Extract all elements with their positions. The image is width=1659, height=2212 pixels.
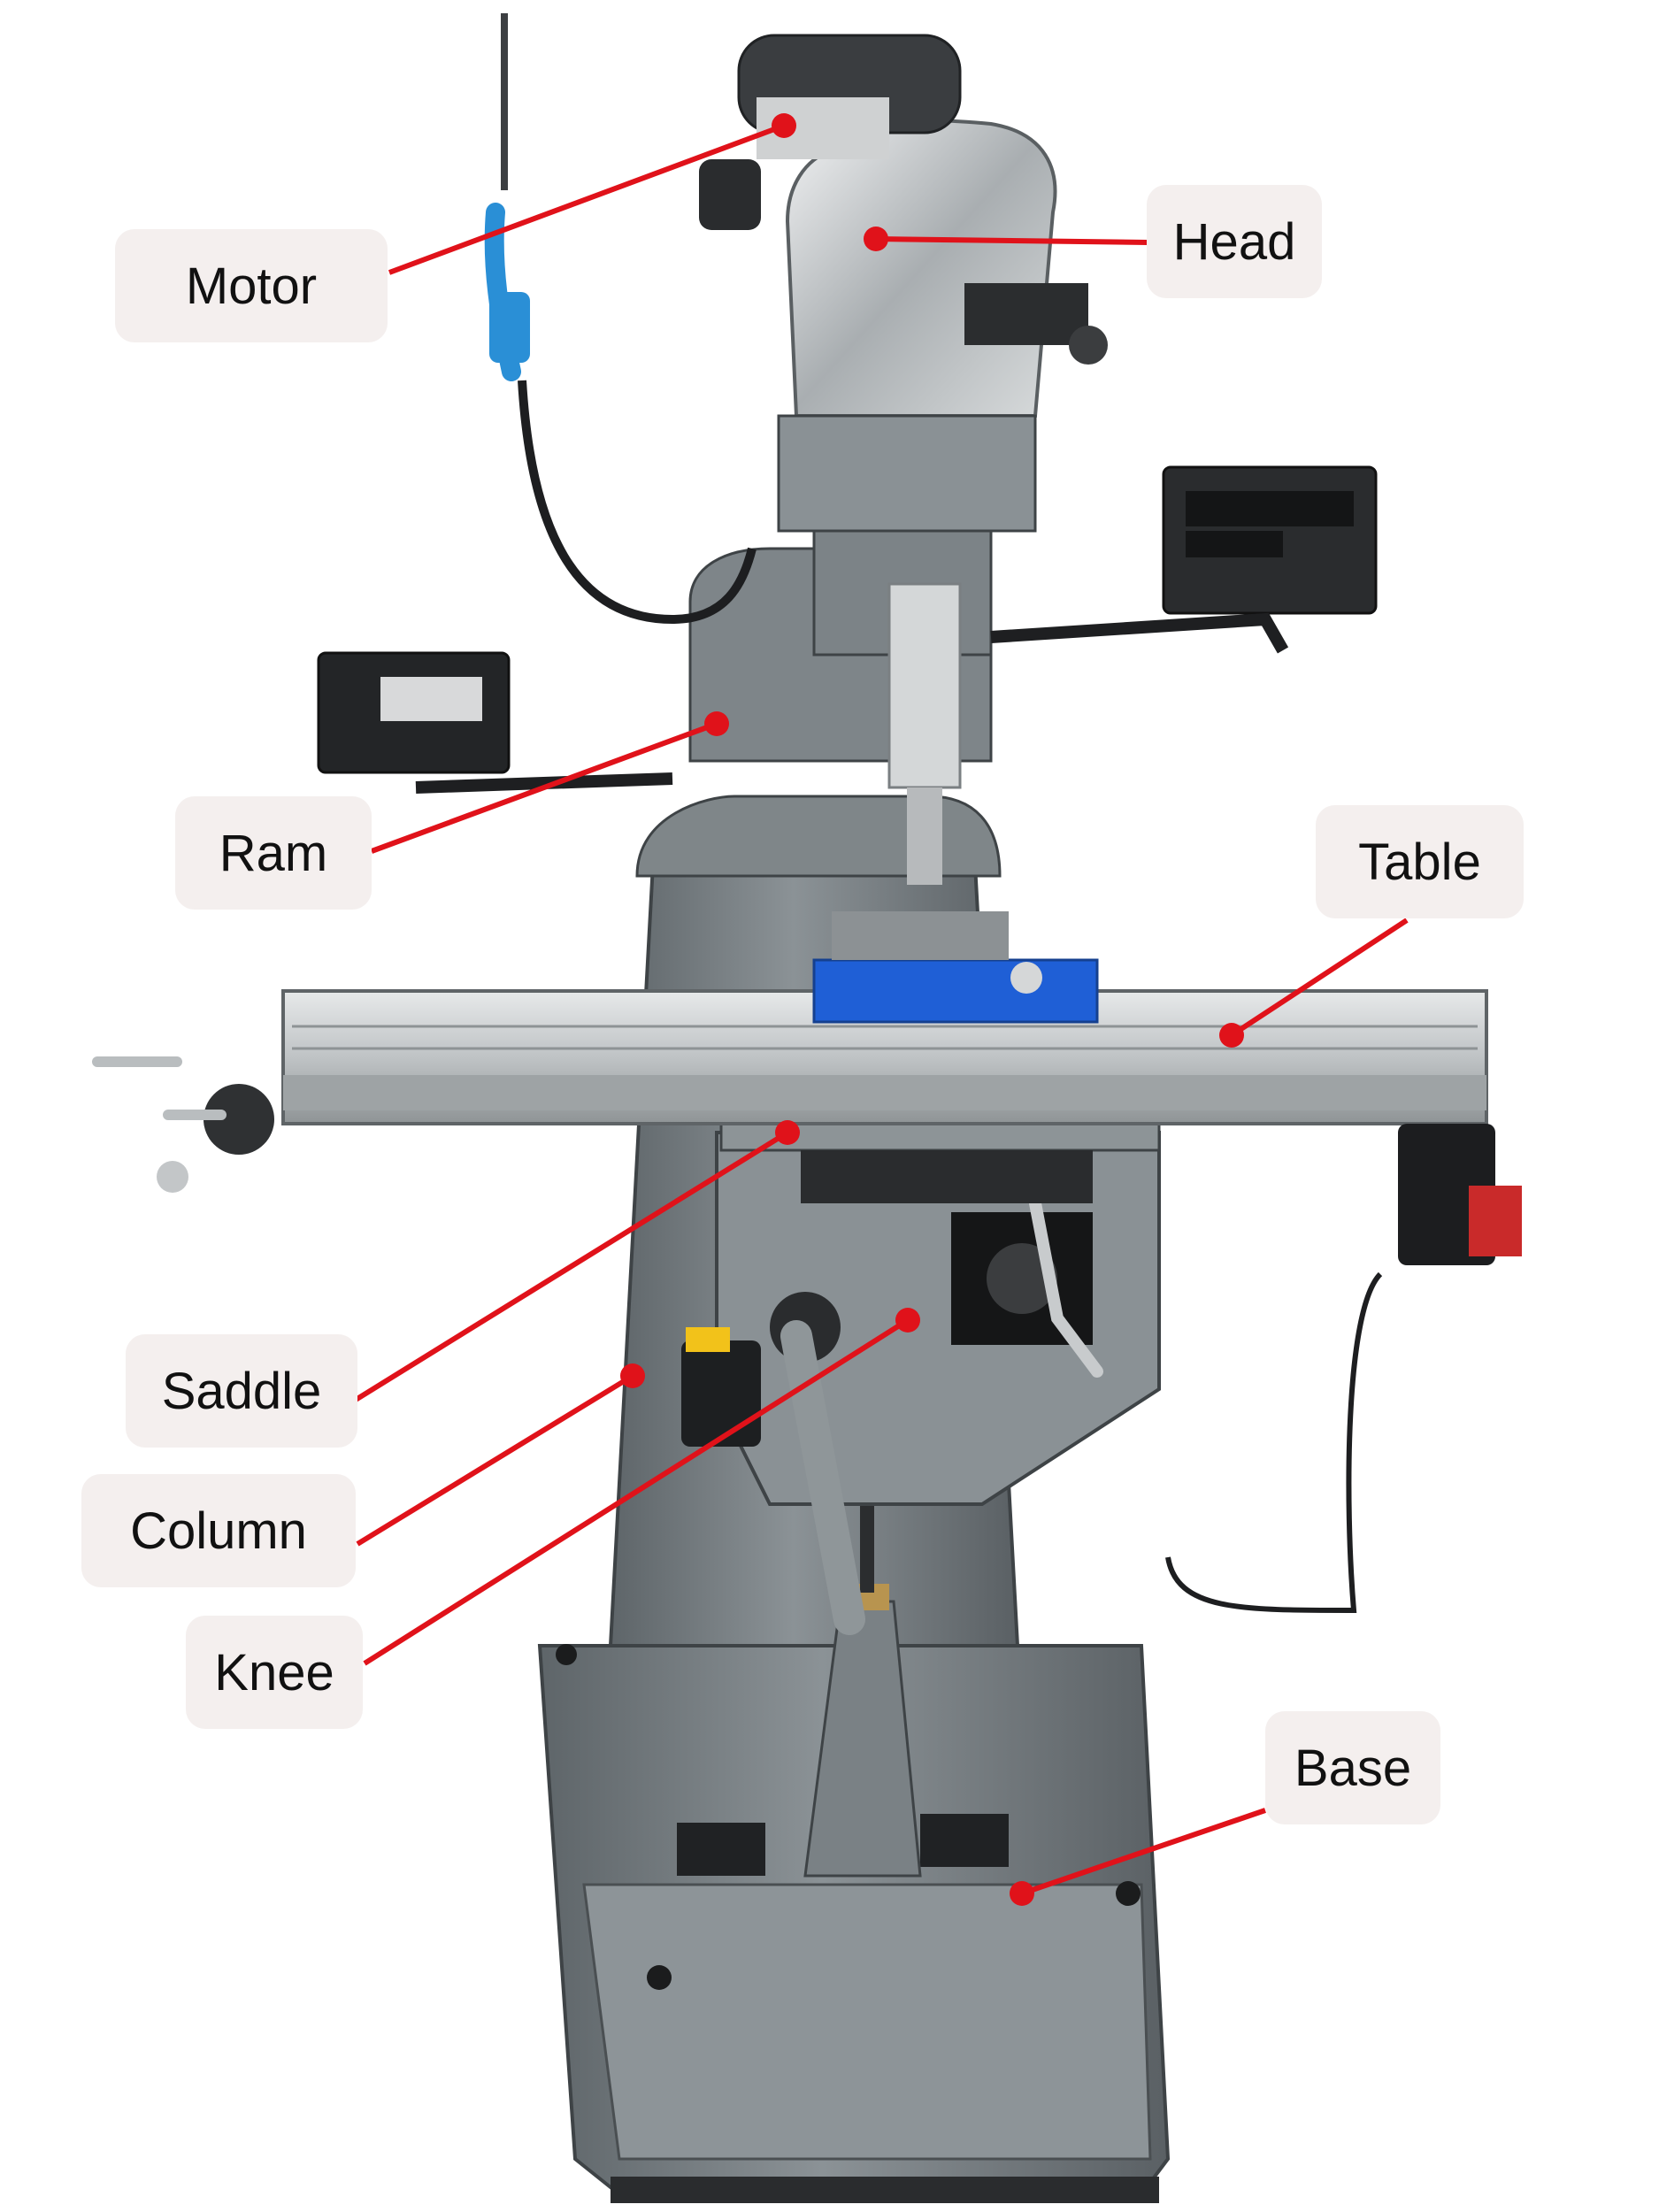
- milling-machine-illustration: [92, 13, 1522, 2203]
- power-cable: [484, 203, 757, 625]
- knee-leader: [363, 1308, 920, 1666]
- dro-display-right: [990, 465, 1378, 654]
- head-label: Head: [1147, 185, 1322, 298]
- floor-cable: [1165, 1271, 1383, 1614]
- motor-label: Motor: [115, 229, 388, 342]
- drawbar: [501, 13, 508, 190]
- knee-label: Knee: [186, 1616, 363, 1729]
- base-leader: [1010, 1808, 1266, 1906]
- base-label: Base: [1265, 1711, 1440, 1824]
- ram-label: Ram: [175, 796, 372, 910]
- vise: [812, 911, 1099, 1024]
- column-leader: [356, 1363, 645, 1547]
- column-label: Column: [81, 1474, 356, 1587]
- dro-display-left: [317, 651, 673, 794]
- leader-lines: [354, 113, 1409, 1906]
- base-part: [537, 1644, 1171, 2203]
- table-label: Table: [1316, 805, 1524, 918]
- head-leader: [864, 227, 1149, 251]
- head-part: [777, 119, 1108, 885]
- saddle-label: Saddle: [126, 1334, 357, 1448]
- table-leader: [1219, 918, 1409, 1048]
- motor-leader: [388, 113, 796, 275]
- ram-leader: [370, 711, 729, 854]
- saddle-leader: [354, 1120, 800, 1402]
